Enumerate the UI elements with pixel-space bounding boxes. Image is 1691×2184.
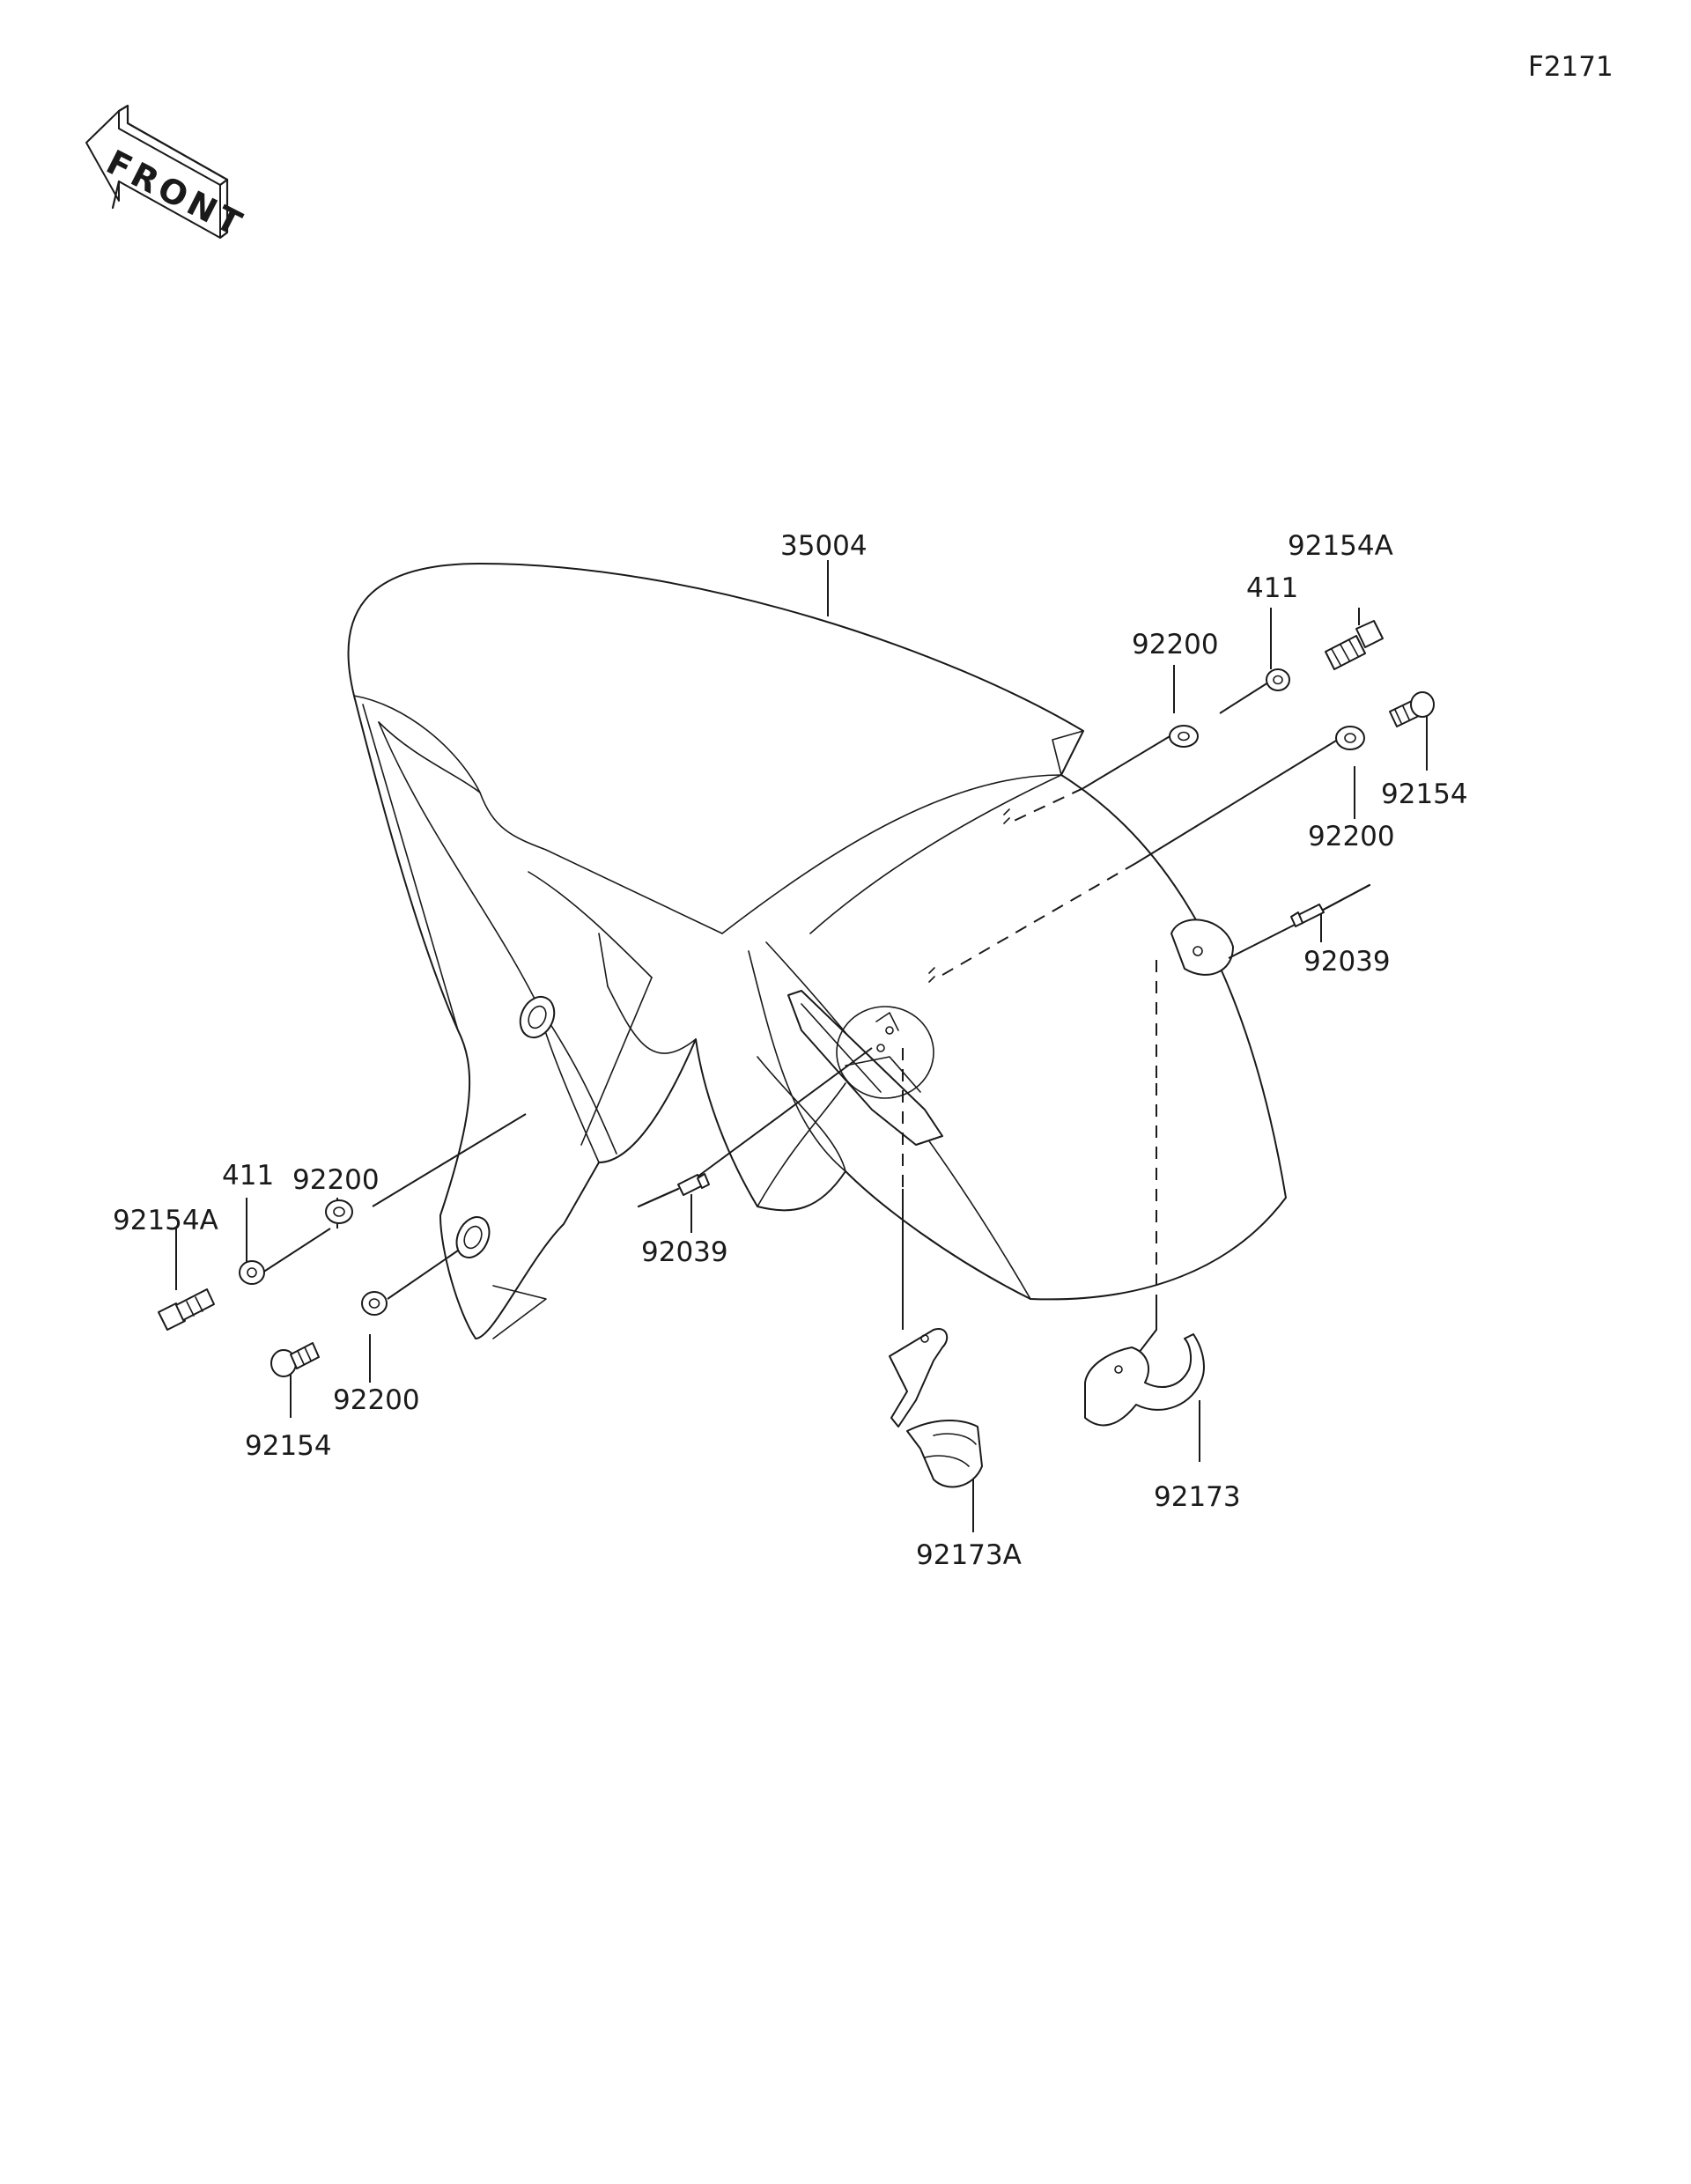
screw-left <box>270 1342 320 1377</box>
label-rivet-center: 92039 <box>641 1236 728 1268</box>
label-washer-small-right: 411 <box>1246 572 1298 604</box>
bolt-right <box>1325 620 1384 670</box>
front-direction-arrow-icon: FRONT <box>85 104 252 245</box>
washer-left-upper <box>325 1199 353 1224</box>
washer-right-upper <box>1169 725 1199 748</box>
label-rivet-right: 92039 <box>1303 946 1391 978</box>
label-screw-left: 92154 <box>245 1430 332 1462</box>
rivet-center <box>637 1173 710 1208</box>
washer-left-lower <box>361 1291 388 1316</box>
washer-small-left <box>239 1260 265 1285</box>
rivet-right <box>1290 883 1371 927</box>
front-fender <box>347 563 1287 1339</box>
label-washer-left-lower: 92200 <box>333 1384 420 1416</box>
front-label: FRONT <box>100 143 252 245</box>
label-screw-right: 92154 <box>1381 778 1468 810</box>
label-washer-right-lower: 92200 <box>1308 821 1395 852</box>
washer-small-right <box>1266 668 1290 691</box>
clamp-right <box>1084 1333 1205 1427</box>
label-washer-left-upper: 92200 <box>292 1164 380 1196</box>
figure-code: F2171 <box>1528 51 1613 83</box>
screw-right <box>1389 691 1435 727</box>
label-clamp-right: 92173 <box>1154 1481 1241 1513</box>
label-clamp-center: 92173A <box>916 1539 1022 1571</box>
bolt-left <box>158 1288 215 1331</box>
label-bolt-left: 92154A <box>113 1205 218 1236</box>
label-bolt-right: 92154A <box>1288 530 1393 562</box>
label-washer-right-upper: 92200 <box>1132 629 1219 660</box>
label-fender: 35004 <box>780 530 868 562</box>
washer-right-lower <box>1335 726 1365 750</box>
label-washer-small-left: 411 <box>222 1160 274 1192</box>
clamp-center <box>889 1328 983 1488</box>
